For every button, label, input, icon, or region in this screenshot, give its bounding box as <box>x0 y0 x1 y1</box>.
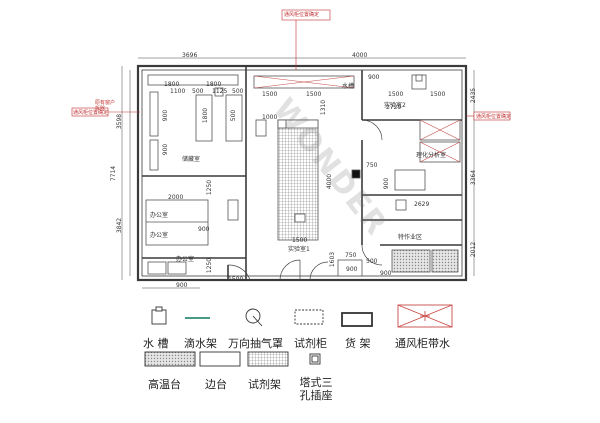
room-lab2: 实验室2 <box>384 102 406 109</box>
dim-r-2435: 2435 <box>470 87 478 104</box>
internal-walls <box>142 66 462 281</box>
high-temp-bench-icon <box>144 351 196 367</box>
dim-room-a: 1800 <box>164 81 180 88</box>
room-office2: 办公室 <box>150 232 169 239</box>
dim-r-750b: 750 <box>345 252 357 259</box>
side-bench-icon <box>199 351 241 367</box>
reagent-rack-icon <box>247 351 289 367</box>
dim-mid-1500c: 1500 <box>292 237 308 244</box>
dim-mid-1000: 1000 <box>262 114 278 121</box>
dim-mid-1310: 1310 <box>320 99 328 116</box>
room-physchem: 理化分析室 <box>416 152 447 159</box>
dim-r-2729: 2729 <box>386 104 402 111</box>
bottom-fixtures <box>337 259 363 277</box>
office-fixtures <box>145 199 239 275</box>
shelf-icon <box>341 312 373 327</box>
dim-room-a3: 1100 <box>170 88 186 95</box>
dim-o-1500: 1500 <box>228 276 244 283</box>
room-storage: 储藏室 <box>182 156 201 163</box>
dim-r-2629: 2629 <box>414 201 430 208</box>
notes <box>71 9 511 121</box>
room-office1: 办公室 <box>150 212 169 219</box>
dim-mid-4000: 4000 <box>326 173 334 190</box>
dim-left-upper: 3598 <box>116 113 124 130</box>
room-office3: 办公室 <box>176 256 195 263</box>
work-fixtures <box>391 199 459 273</box>
dim-mid-1500b: 1500 <box>306 91 322 98</box>
dim-r-900c: 900 <box>346 266 358 273</box>
fume-hood-icon <box>397 304 453 328</box>
note-top: 通风柜位置确定 <box>284 12 320 18</box>
legend-sink-label: 水 槽 <box>143 337 169 350</box>
dim-r-1500a: 1500 <box>388 91 404 98</box>
dim-o-1250: 1250 <box>206 179 214 196</box>
room-lab1: 实验室1 <box>288 246 310 253</box>
dim-left-lower: 3842 <box>116 217 124 234</box>
legend-socket-line2: 孔插座 <box>299 389 333 402</box>
legend-side-label: 边台 <box>205 378 227 391</box>
dim-r-2012: 2012 <box>470 241 478 258</box>
dim-room-a4: 500 <box>192 88 204 95</box>
legend-reagent-label: 试剂架 <box>248 378 281 391</box>
dim-o-1250b: 1250 <box>206 257 214 274</box>
legend-socket-line1: 塔式三 <box>299 376 333 389</box>
storage-fixtures <box>147 74 243 171</box>
legend-cabinet-label: 试剂柜 <box>294 337 327 350</box>
legend-socket-label: 塔式三 孔插座 <box>286 376 346 402</box>
legend-fumehood-label: 通风柜带水 <box>395 337 450 350</box>
dim-room-a5: 1125 <box>212 88 228 95</box>
dim-r-750a: 750 <box>366 162 378 169</box>
door-swings <box>227 119 383 281</box>
dim-room-a6: 500 <box>232 88 244 95</box>
sink-icon <box>151 306 167 325</box>
dim-o-2000: 2000 <box>168 194 184 201</box>
legend-hightemp-label: 高温台 <box>148 378 181 391</box>
dim-mid-1603: 1603 <box>329 251 337 268</box>
reagent-cabinet-icon <box>294 309 324 325</box>
legend-icons <box>144 304 453 367</box>
dim-l-500: 500 <box>230 109 238 122</box>
dim-top-left: 3696 <box>182 52 198 59</box>
dimension-lines <box>121 57 475 289</box>
legend-shelf-label: 货 架 <box>345 337 371 350</box>
dim-o-900b: 900 <box>176 282 188 289</box>
note-left3: 拆除 <box>95 106 106 112</box>
note-left2: 原有窗户 <box>95 100 116 106</box>
dim-top-right: 4000 <box>352 52 368 59</box>
dim-r-900: 900 <box>368 74 380 81</box>
dim-left-total: 7714 <box>110 165 118 182</box>
dim-r-1500b: 1500 <box>430 91 446 98</box>
lab2-fixtures <box>351 74 461 191</box>
lab1-fixtures <box>253 75 355 241</box>
room-wash: 水槽 <box>342 83 355 90</box>
dim-r-900d: 900 <box>380 270 392 277</box>
dim-room-a2: 1800 <box>206 81 222 88</box>
legend-drip-label: 滴水架 <box>184 337 217 350</box>
dim-l-1800: 1800 <box>202 107 210 124</box>
dim-mid-1500a: 1500 <box>262 91 278 98</box>
outer-walls-inner <box>141 69 463 277</box>
note-right: 通风柜位置确定 <box>476 114 512 120</box>
dim-l-900b: 900 <box>162 143 170 156</box>
dim-r-3364: 3364 <box>470 169 478 186</box>
legend-hood-label: 万向抽气罩 <box>228 337 283 350</box>
dim-r-500: 500 <box>366 258 378 265</box>
dim-o-900: 900 <box>198 226 210 233</box>
exhaust-hood-icon <box>245 308 263 327</box>
room-work: 特作业区 <box>398 234 423 241</box>
note-left: 通风柜位置确定 <box>73 110 109 116</box>
dim-l-900a: 900 <box>162 109 170 122</box>
socket-icon <box>309 353 321 365</box>
dim-r-900b: 900 <box>383 177 391 190</box>
